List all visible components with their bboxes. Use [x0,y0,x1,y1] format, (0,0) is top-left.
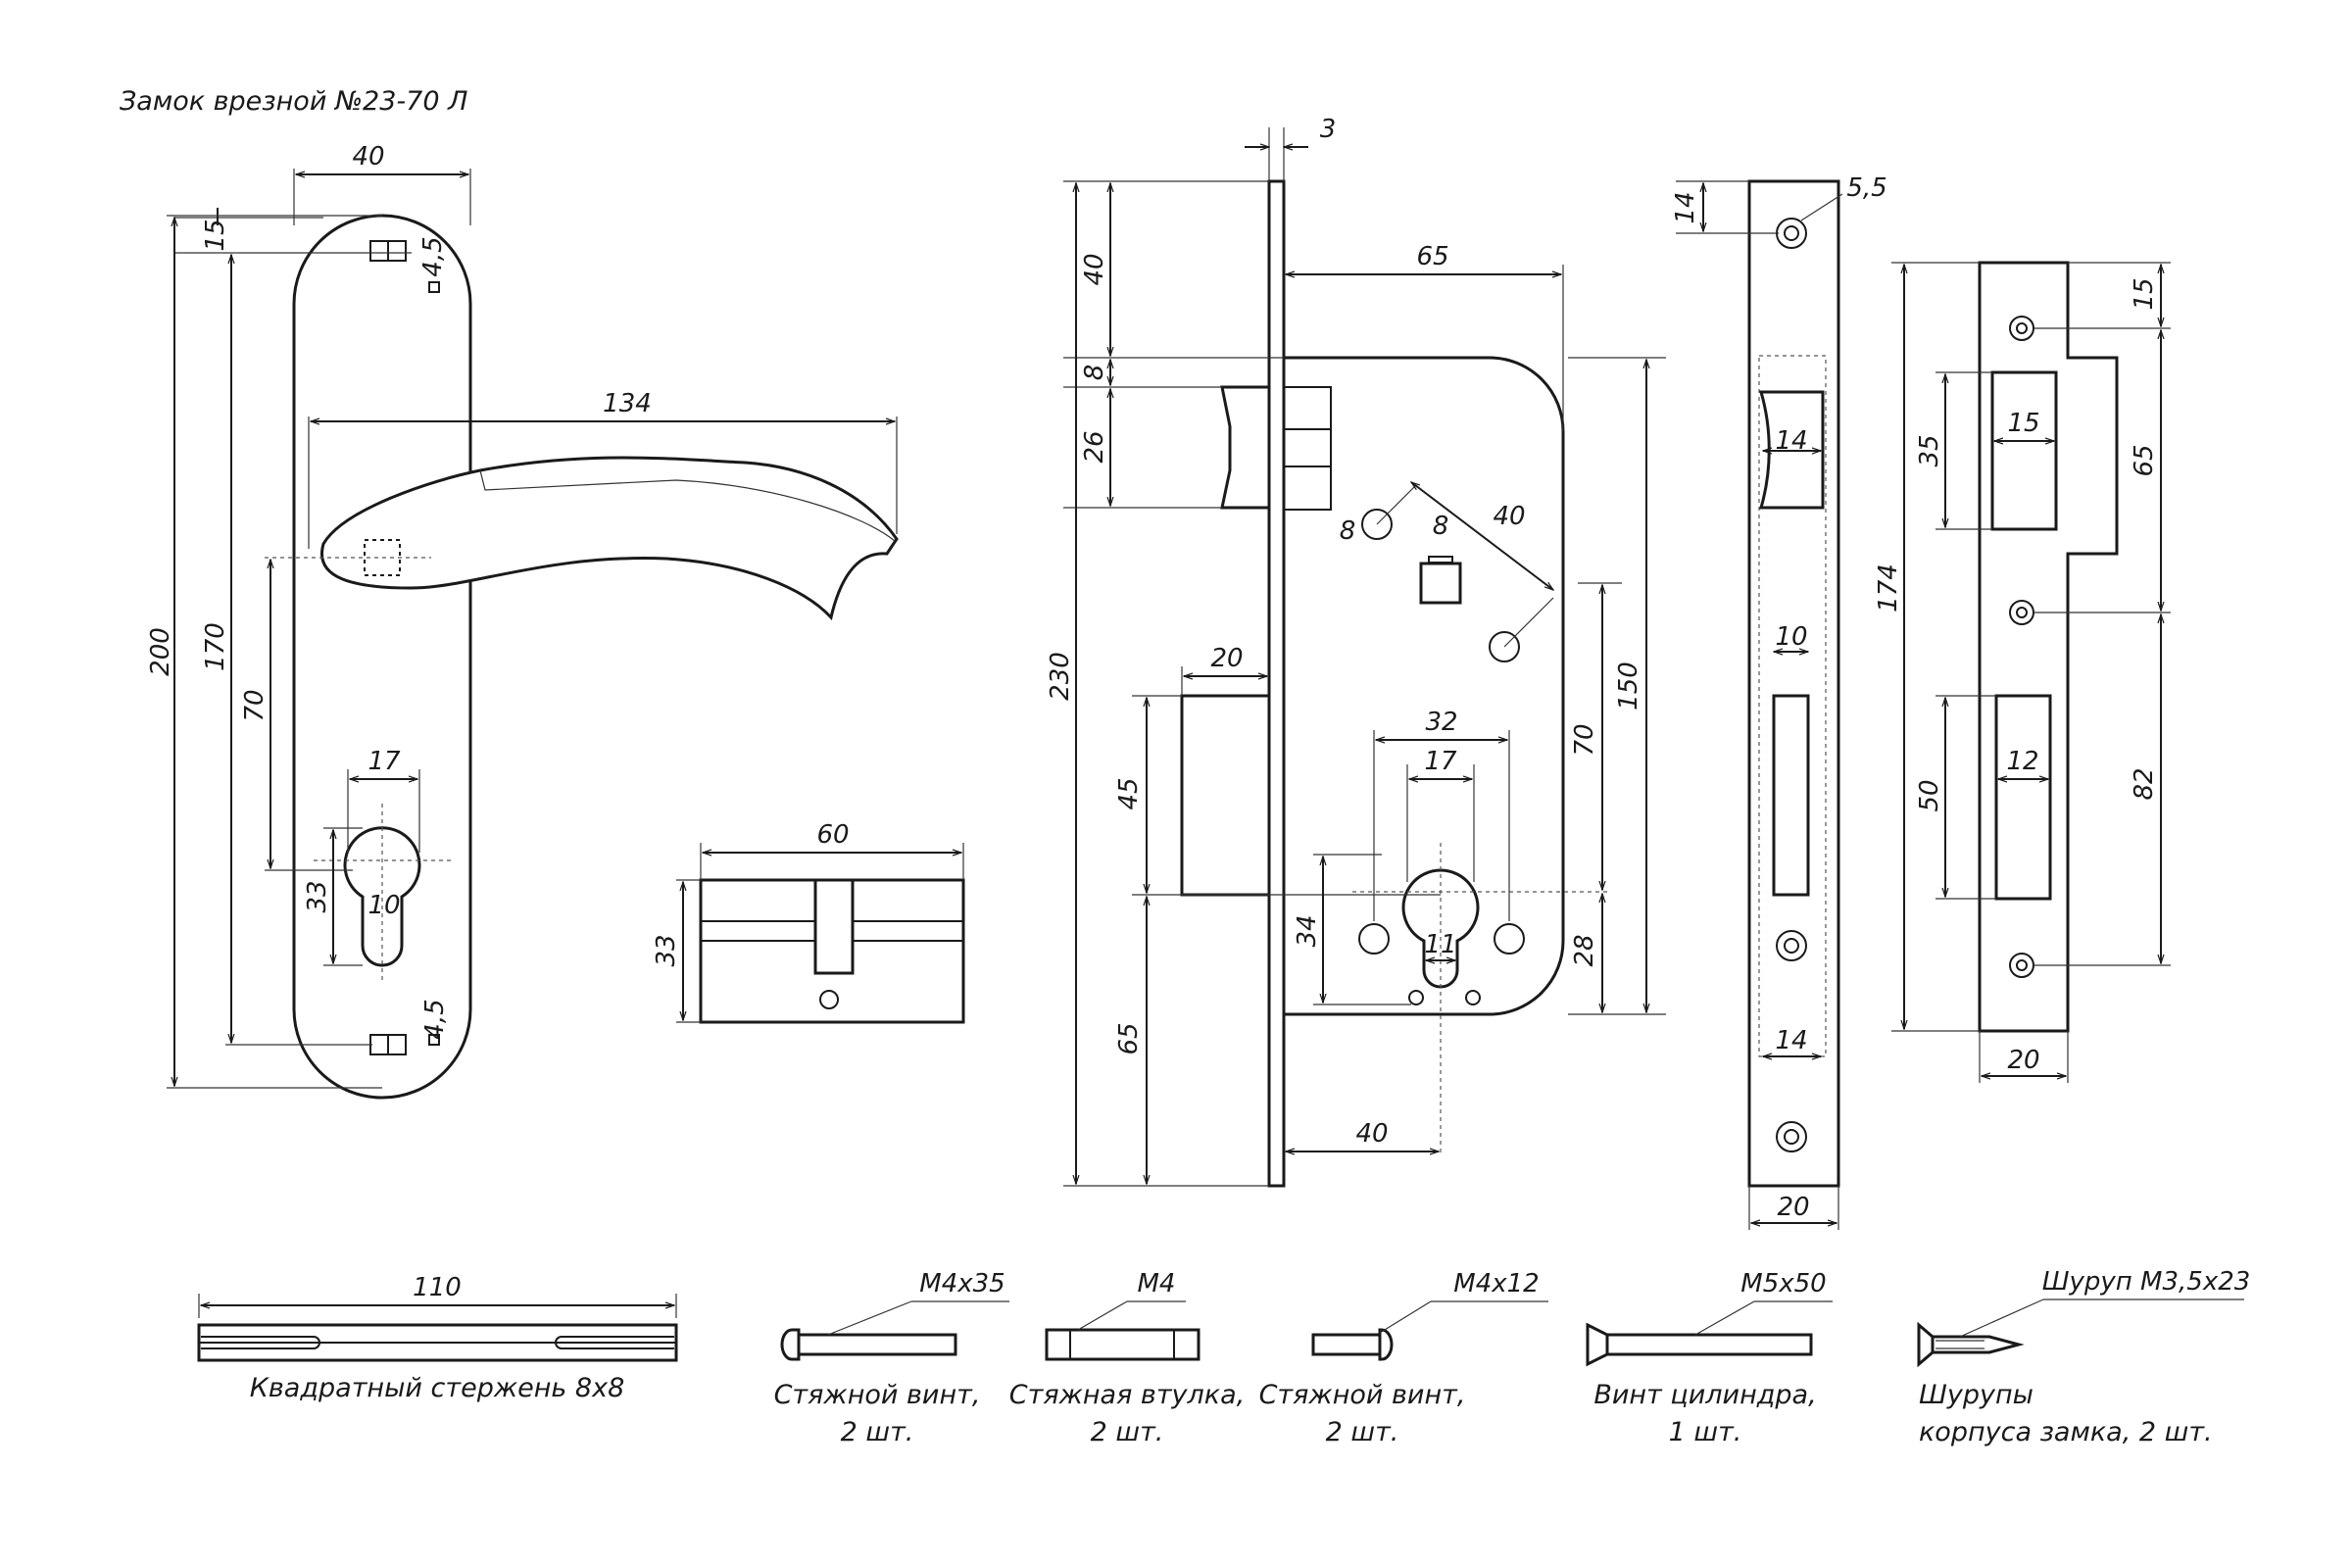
dim-center-distance: 70 [240,689,270,721]
part-wood-screw-size: Шуруп M3,5x23 [2042,1267,2251,1297]
part-screw-m4x12-caption-1: Стяжной винт, [1259,1380,1466,1410]
dim-cyl-width-17: 17 [1424,747,1457,776]
handle-plate [265,214,899,1100]
part-sleeve-m4-size: M4 [1138,1269,1176,1298]
dim-strike-width: 20 [2007,1046,2039,1075]
dim-strike-upper-spacing: 65 [2130,444,2159,476]
part-screw-m5x50-caption-1: Винт цилиндра, [1593,1380,1816,1410]
dim-cylinder-height: 33 [652,934,681,966]
dim-cyl-height: 33 [303,880,332,912]
lock-body-dimensions: 3 65 40 8 26 8 8 40 20 230 45 65 [1046,115,1666,1187]
dim-faceplate-hole: 5,5 [1846,173,1886,203]
dim-spindle-size: 8 [1433,512,1449,541]
part-wood-screw-caption-1: Шурупы [1919,1380,2034,1410]
dim-backset: 65 [1416,242,1448,271]
part-screw-m4x35-caption-2: 2 шт. [841,1417,914,1447]
dim-screw-spacing: 170 [201,622,230,671]
dim-bottom-28: 28 [1570,934,1599,966]
dim-faceplate-width: 20 [1777,1193,1809,1222]
part-screw-m4x12: M4x12 Стяжной винт, 2 шт. [1259,1269,1548,1447]
dim-backset-40: 40 [1355,1119,1388,1149]
part-screw-m5x50-size: M5x50 [1740,1269,1826,1298]
dim-strike-lower-width: 12 [2006,747,2038,776]
part-screw-m4x35-caption-1: Стяжной винт, [774,1380,981,1410]
part-wood-screw-caption-2: корпуса замка, 2 шт. [1919,1417,2213,1447]
dim-center-distance-70: 70 [1570,723,1599,756]
dim-faceplate-latch: 14 [1775,426,1807,456]
dim-spindle-hole: 8 [1340,516,1356,546]
dim-total-height: 230 [1046,652,1075,701]
dim-bolt-height: 45 [1114,777,1144,809]
dim-screw-spacing-32: 32 [1425,708,1457,737]
dim-strike-lower-spacing: 82 [2130,767,2159,800]
lock-body [1180,179,1607,1188]
dim-strike-upper-cut: 35 [1915,434,1944,466]
dim-faceplate-top: 14 [1671,191,1700,223]
dim-cyl-slot-11: 11 [1424,930,1456,959]
part-spindle-caption: Квадратный стержень 8x8 [250,1373,625,1403]
drawing-title: Замок врезной №23-70 Л [120,86,467,117]
dim-bolt-width: 20 [1210,644,1243,673]
dim-handle-width: 40 [352,142,384,172]
faceplate: 14 5,5 14 10 14 20 [1671,173,1887,1230]
dim-latch-height: 26 [1080,430,1109,463]
strike-plate: 174 15 35 15 65 50 12 82 20 [1874,261,2171,1083]
dim-pitch: 40 [1493,502,1525,531]
part-screw-m5x50-caption-2: 1 шт. [1669,1417,1742,1447]
dim-strike-height: 174 [1874,564,1903,612]
dim-gap: 8 [1080,365,1109,381]
dim-cyl-width: 17 [368,747,401,776]
dim-handle-height: 200 [146,627,175,676]
dim-strike-top: 15 [2130,277,2159,310]
part-screw-m5x50: M5x50 Винт цилиндра, 1 шт. [1586,1269,1833,1447]
part-screw-m4x35-size: M4x35 [919,1269,1004,1298]
part-sleeve-m4-caption-2: 2 шт. [1091,1417,1164,1447]
dim-body-height-150: 150 [1614,662,1643,710]
dim-cylinder-length: 60 [816,820,849,850]
dim-hole-top: 4,5 [418,236,448,276]
dim-faceplate-thickness: 3 [1320,115,1337,144]
part-sleeve-m4-caption-1: Стяжная втулка, [1009,1380,1245,1410]
cylinder: 60 33 [652,820,965,1024]
dim-bottom-offset: 65 [1114,1022,1144,1054]
part-square-spindle: 110 Квадратный стержень 8x8 [197,1273,678,1403]
part-screw-m4x12-caption-2: 2 шт. [1326,1417,1399,1447]
dim-strike-lower-cut: 50 [1915,779,1944,811]
part-spindle-size: 110 [413,1273,462,1302]
part-screw-m4x12-size: M4x12 [1453,1269,1539,1298]
dim-faceplate-bolt: 10 [1775,622,1807,652]
part-wood-screw: Шуруп M3,5x23 Шурупы корпуса замка, 2 шт… [1917,1267,2251,1447]
handle-dimensions: 40 15 4,5 134 200 170 70 17 33 10 4,5 [146,142,898,1089]
part-sleeve-m4: M4 Стяжная втулка, 2 шт. [1009,1269,1245,1447]
part-screw-m4x35: M4x35 Стяжной винт, 2 шт. [774,1269,1009,1447]
dim-lever-length: 134 [603,389,652,418]
dim-cyl-slot: 10 [368,891,400,920]
dim-strike-upper-width: 15 [2007,409,2039,438]
dim-cyl-height-34: 34 [1293,914,1322,947]
dim-screw-offset: 15 [201,219,230,251]
dim-faceplate-bottom: 14 [1775,1026,1807,1055]
dim-top-offset: 40 [1080,253,1109,285]
dim-hole-bottom: 4,5 [420,999,450,1039]
